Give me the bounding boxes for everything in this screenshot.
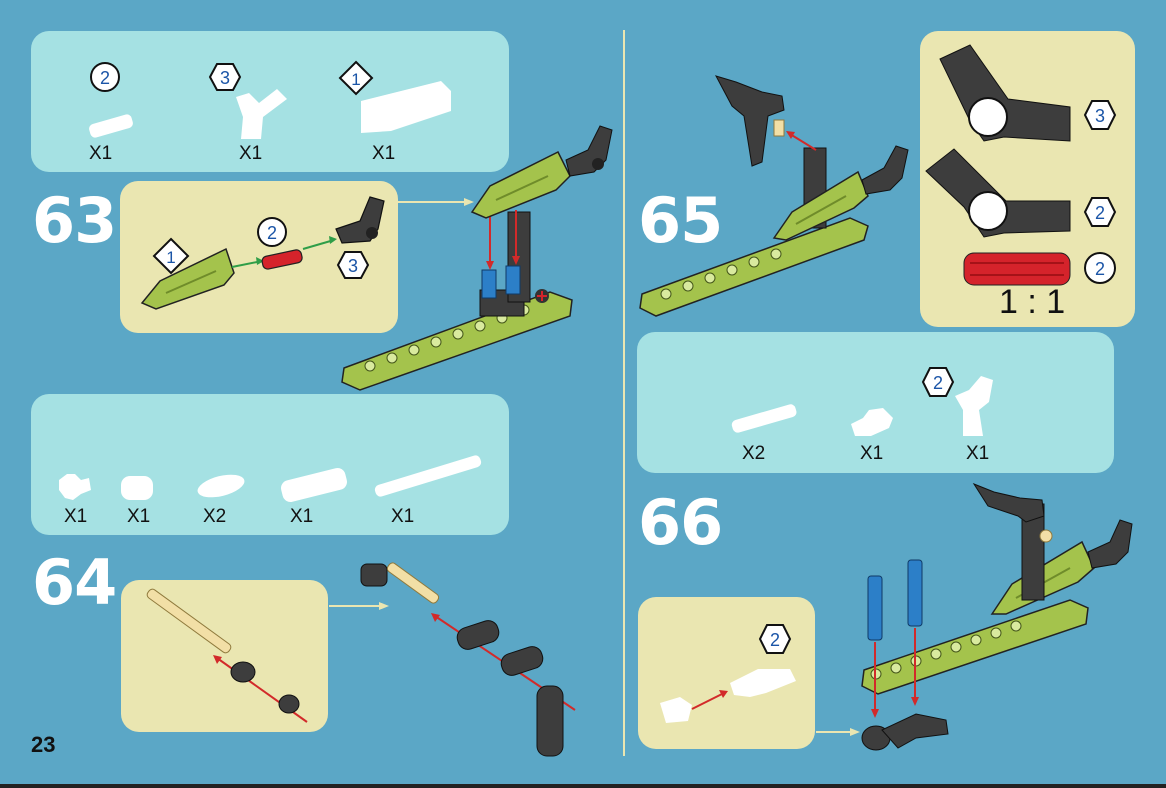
blue-pin-part <box>482 270 496 298</box>
tan-axle-part <box>146 588 233 655</box>
hexagon-badge-icon: 2 <box>1085 198 1115 226</box>
hexagon-badge-icon: 2 <box>923 368 953 396</box>
step-64-callout-art <box>121 580 328 732</box>
circle-badge-icon: 2 <box>258 218 286 246</box>
bottom-border <box>0 784 1166 788</box>
dark-bush-part <box>231 662 255 682</box>
part-quantity: X1 <box>239 144 262 163</box>
lime-beam-part <box>342 292 572 390</box>
badge-number: 2 <box>100 68 110 88</box>
part-quantity: X1 <box>127 507 150 526</box>
step-64-assembly <box>325 550 615 770</box>
red-tube-part <box>964 253 1070 285</box>
part-quantity: X2 <box>203 507 226 526</box>
part-silhouette <box>88 113 134 139</box>
badge-number: 3 <box>220 68 230 88</box>
part-silhouette <box>195 470 246 501</box>
badge-number: 2 <box>267 223 277 243</box>
circle-badge-icon: 2 <box>1085 253 1115 283</box>
red-pin-part <box>261 249 303 270</box>
green-panel-part <box>472 152 570 218</box>
diamond-badge-icon: 1 <box>340 62 372 94</box>
part-silhouette <box>374 454 483 498</box>
step-number-63: 63 <box>32 190 116 252</box>
part-silhouette <box>236 89 287 139</box>
part-silhouette <box>955 376 993 436</box>
page-divider <box>623 30 625 756</box>
badge-number: 2 <box>1095 203 1105 223</box>
tan-axle-part <box>386 561 440 604</box>
part-silhouette <box>121 476 153 500</box>
scale-ratio: 1 : 1 <box>999 283 1065 322</box>
badge-number: 1 <box>166 248 175 267</box>
dark-beam-part <box>537 686 563 756</box>
step-64-parts-art <box>31 394 509 535</box>
part-silhouette <box>59 474 91 500</box>
part-silhouette <box>731 403 798 434</box>
step-number-66: 66 <box>638 492 722 554</box>
badge-number: 2 <box>933 373 943 393</box>
step-number-65: 65 <box>638 190 722 252</box>
part-quantity: X1 <box>391 507 414 526</box>
hexagon-badge-icon: 3 <box>1085 101 1115 129</box>
arrow-icon <box>692 693 724 709</box>
dark-liftarm-part <box>455 618 502 652</box>
part-quantity: X2 <box>742 444 765 463</box>
page-number: 23 <box>31 732 55 758</box>
part-quantity: X1 <box>860 444 883 463</box>
step-number-64: 64 <box>32 552 116 614</box>
diamond-badge-icon: 1 <box>154 239 188 273</box>
part-quantity: X1 <box>89 144 112 163</box>
blue-pin-part <box>868 576 882 640</box>
blue-pin-part <box>506 266 520 294</box>
part-quantity: X1 <box>966 444 989 463</box>
step-63-assembly <box>330 120 620 400</box>
badge-number: 2 <box>1095 259 1105 279</box>
step-66-callout-art: 2 <box>638 597 815 749</box>
hexagon-badge-icon: 2 <box>760 625 790 653</box>
step-66-assembly <box>812 476 1166 756</box>
circle-badge-icon: 2 <box>91 63 119 91</box>
badge-number: 2 <box>770 630 780 650</box>
blue-pin-part <box>908 560 922 626</box>
part-silhouette <box>660 697 692 723</box>
badge-number: 1 <box>351 70 360 89</box>
part-silhouette <box>279 466 348 503</box>
lime-beam-part <box>862 600 1088 694</box>
part-quantity: X1 <box>64 507 87 526</box>
part-silhouette <box>851 408 893 436</box>
part-silhouette <box>730 669 796 697</box>
part-quantity: X1 <box>290 507 313 526</box>
hexagon-badge-icon: 3 <box>210 64 240 90</box>
dark-liftarm-part <box>499 644 546 678</box>
badge-number: 3 <box>1095 106 1105 126</box>
